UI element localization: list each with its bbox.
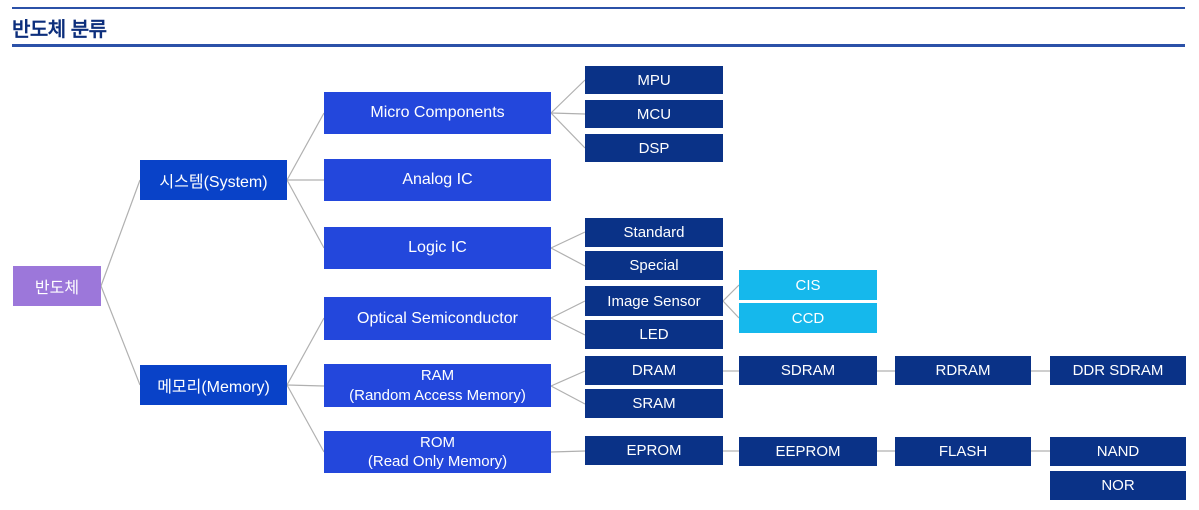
connector-line — [550, 231, 586, 249]
node-mpu: MPU — [585, 66, 723, 94]
connector-line — [286, 317, 325, 386]
title-top-rule — [12, 7, 1185, 9]
connector-line — [100, 285, 141, 386]
node-ram-label: RAM — [420, 367, 455, 384]
node-ddr-sdram: DDR SDRAM — [1050, 356, 1186, 385]
connector-line — [550, 370, 586, 387]
connector-line — [286, 179, 325, 249]
node-micro-components: Micro Components — [324, 92, 551, 134]
node-mcu: MCU — [585, 100, 723, 128]
connector-line — [550, 317, 586, 336]
connector-line — [722, 284, 740, 302]
connector-line — [550, 300, 586, 319]
connector-line — [100, 179, 141, 287]
connector-line — [286, 384, 325, 453]
node-eprom: EPROM — [585, 436, 723, 465]
connector-line — [286, 384, 325, 387]
node-sram: SRAM — [585, 389, 723, 418]
node-led: LED — [585, 320, 723, 349]
node-rom-label: ROM — [420, 433, 455, 451]
connector-line — [722, 300, 740, 319]
node-analog-ic: Analog IC — [324, 159, 551, 201]
node-dsp: DSP — [585, 134, 723, 162]
node-cis: CIS — [739, 270, 877, 300]
node-special: Special — [585, 251, 723, 280]
connector-line — [286, 112, 325, 181]
node-memory: 메모리(Memory) — [140, 365, 287, 405]
page-title: 반도체 분류 — [12, 19, 107, 41]
title-bottom-rule — [12, 44, 1185, 47]
node-nor: NOR — [1050, 471, 1186, 500]
node-rom: ROM (Read Only Memory) — [324, 431, 551, 473]
node-ram-sublabel: (Random Access Memory) — [349, 386, 526, 404]
node-rdram: RDRAM — [895, 356, 1031, 385]
connector-line — [550, 79, 586, 114]
node-rom-sublabel: (Read Only Memory) — [367, 453, 508, 470]
connector-line — [550, 385, 586, 405]
node-eeprom: EEPROM — [739, 437, 877, 466]
connector-line — [550, 112, 586, 115]
node-image-sensor: Image Sensor — [585, 286, 723, 316]
node-optical-semiconductor: Optical Semiconductor — [324, 297, 551, 340]
node-standard: Standard — [585, 218, 723, 247]
node-nand: NAND — [1050, 437, 1186, 466]
node-sdram: SDRAM — [739, 356, 877, 385]
connector-line — [550, 112, 586, 149]
node-system: 시스템(System) — [140, 160, 287, 200]
node-logic-ic: Logic IC — [324, 227, 551, 269]
node-flash: FLASH — [895, 437, 1031, 466]
connector-line — [550, 450, 586, 453]
node-ccd: CCD — [739, 303, 877, 333]
node-ram: RAM (Random Access Memory) — [324, 364, 551, 407]
node-semiconductor: 반도체 — [13, 266, 101, 306]
node-dram: DRAM — [585, 356, 723, 385]
connector-line — [550, 247, 586, 267]
